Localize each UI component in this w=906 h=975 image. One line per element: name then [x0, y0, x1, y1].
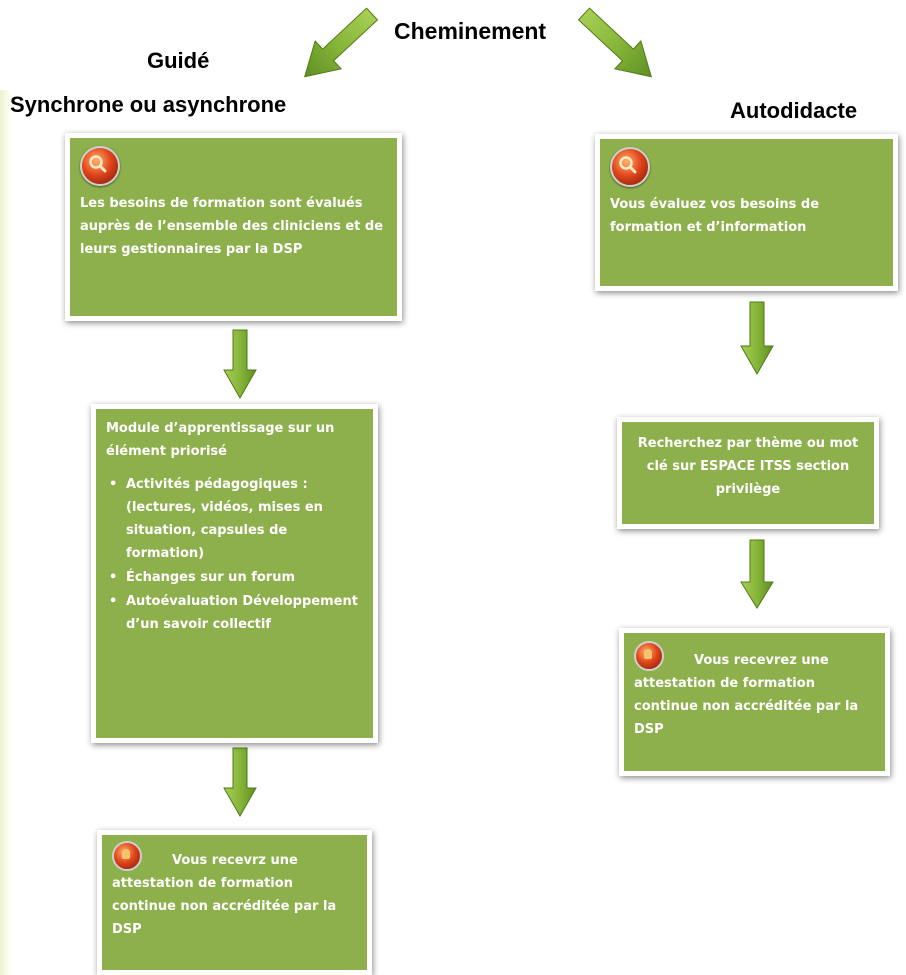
- award-icon: [634, 641, 664, 671]
- left-decorative-strip: [0, 90, 12, 975]
- award-icon: [112, 841, 142, 871]
- guided-certificate-lead: Vous recevrz une: [172, 853, 298, 868]
- arrow-down-left-2: [223, 747, 257, 818]
- autodidact-certificate-lead: Vous recevrez une: [694, 653, 829, 668]
- autodidact-heading: Autodidacte: [730, 98, 858, 123]
- guided-heading: Guidé: [147, 48, 210, 73]
- top-label: Cheminement: [394, 18, 547, 44]
- guided-needs-text: Les besoins de formation sont évalués au…: [80, 196, 384, 257]
- module-intro: Module d’apprentissage sur un élément pr…: [106, 421, 335, 459]
- search-theme-text: Recherchez par thème ou mot clé sur ESPA…: [637, 436, 859, 497]
- search-theme-box: Recherchez par thème ou mot clé sur ESPA…: [617, 417, 879, 529]
- guided-needs-box: Les besoins de formation sont évalués au…: [65, 133, 402, 321]
- autodidact-certificate-box: Vous recevrez une attestation de formati…: [619, 628, 890, 776]
- module-activities-list: Activités pédagogiques : (lectures, vidé…: [106, 473, 363, 636]
- search-icon: [610, 147, 650, 187]
- arrow-down-right-2: [740, 539, 774, 609]
- learning-module-box: Module d’apprentissage sur un élément pr…: [91, 404, 378, 743]
- arrow-to-autodidact: [577, 7, 653, 78]
- guided-subheading: Synchrone ou asynchrone: [10, 92, 287, 117]
- search-icon: [80, 146, 120, 186]
- module-bullet: Échanges sur un forum: [109, 566, 363, 589]
- guided-certificate-line: Vous recevrz une: [112, 841, 357, 872]
- autodidact-certificate-line: Vous recevrez une: [634, 641, 875, 672]
- arrow-down-right-1: [740, 301, 774, 376]
- autodidact-needs-text: Vous évaluez vos besoins de formation et…: [610, 197, 820, 235]
- autodidact-needs-box: Vous évaluez vos besoins de formation et…: [595, 134, 898, 291]
- guided-certificate-text: attestation de formation continue non ac…: [112, 876, 337, 937]
- autodidact-certificate-text: attestation de formation continue non ac…: [634, 676, 859, 737]
- arrow-down-left-1: [223, 329, 257, 400]
- arrow-to-guided: [303, 7, 379, 78]
- module-bullet: Activités pédagogiques : (lectures, vidé…: [109, 473, 363, 565]
- guided-certificate-box: Vous recevrz une attestation de formatio…: [97, 830, 372, 975]
- module-bullet: Autoévaluation Développement d’un savoir…: [109, 590, 363, 636]
